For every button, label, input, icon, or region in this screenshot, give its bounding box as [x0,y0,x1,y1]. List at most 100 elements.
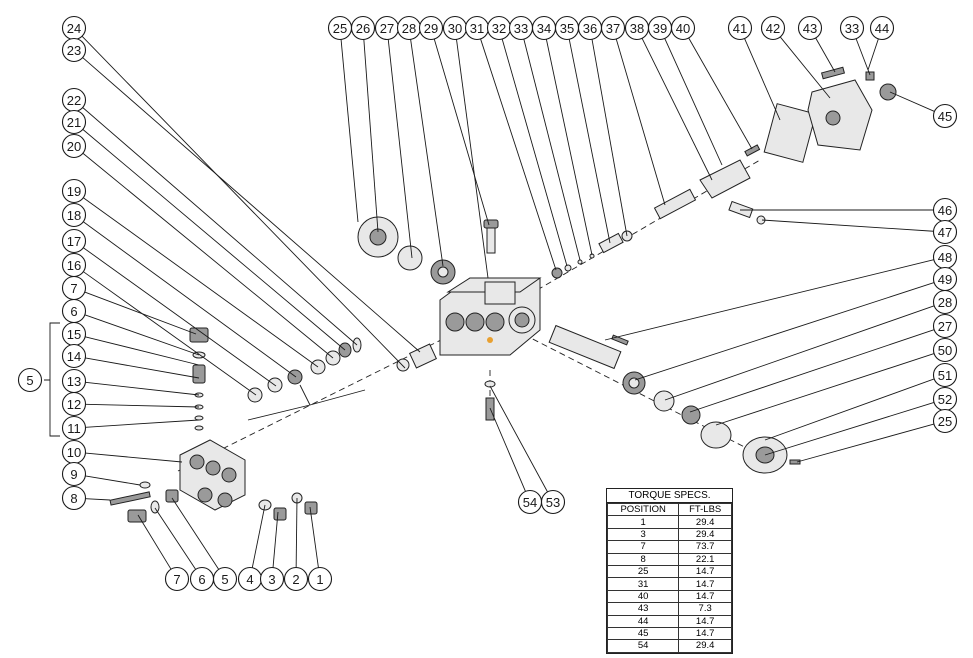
leader-line [688,37,753,150]
callout-number: 20 [67,139,81,154]
leader-line [85,381,200,396]
leader-line [309,506,319,568]
leader-line [83,197,319,368]
leader-line [81,35,406,369]
callout-16: 16 [61,252,87,278]
leader-line [715,353,935,426]
callout-number: 48 [938,250,952,265]
callout-number: 31 [470,21,484,36]
leader-line [82,129,346,351]
callout-1: 1 [307,566,333,592]
callout-number: 37 [606,21,620,36]
callout-circle [727,15,753,41]
leader-line [85,419,200,428]
callout-46: 46 [932,197,958,223]
callout-52: 52 [932,386,958,412]
callout-7: 7 [164,566,190,592]
callout-6: 6 [61,298,87,324]
callout-33: 33 [839,15,865,41]
callout-25: 25 [932,408,958,434]
callout-53: 53 [540,489,566,515]
callout-number: 14 [67,349,81,364]
leader-line [154,507,197,570]
callout-circle [932,219,958,245]
callout-43: 43 [797,15,823,41]
leader-line [363,39,379,233]
callout-50: 50 [932,337,958,363]
position-cell: 1 [606,515,680,529]
callout-number: 17 [67,234,81,249]
leader-line [664,38,723,166]
callout-35: 35 [554,15,580,41]
callout-number: 27 [380,21,394,36]
callout-38: 38 [624,15,650,41]
leader-line [272,511,279,568]
callout-circle [17,367,43,393]
callout-number: 16 [67,258,81,273]
callout-circle [932,362,958,388]
callout-circle [61,37,87,63]
callout-44: 44 [869,15,895,41]
callout-5: 5 [17,367,43,393]
leader-line [604,259,934,341]
callout-13: 13 [61,368,87,394]
callout-41: 41 [727,15,753,41]
callout-number: 50 [938,343,952,358]
leader-line [779,36,831,99]
torque-cell: 73.7 [678,540,732,554]
callout-number: 5 [221,572,228,587]
callout-number: 10 [67,445,81,460]
callout-number: 9 [70,467,77,482]
callout-27: 27 [374,15,400,41]
left-small-parts [109,327,438,523]
leader-line [387,39,413,259]
callout-number: 4 [246,572,253,587]
leader-line [82,152,334,359]
callout-circle [932,313,958,339]
callout-circle [61,343,87,369]
callout-number: 22 [67,93,81,108]
leader-line [591,39,628,237]
position-cell: 31 [606,577,680,591]
callout-number: 32 [492,21,506,36]
leader-line [456,39,489,279]
position-cell: 54 [606,639,680,653]
callout-28: 28 [396,15,422,41]
leader-line [84,314,200,356]
callout-circle [760,15,786,41]
callout-14: 14 [61,343,87,369]
header-ft-lbs: FT-LBS [678,502,732,517]
torque-cell: 14.7 [678,626,732,641]
callout-49: 49 [932,266,958,292]
leader-line [251,504,266,568]
callout-circle [259,566,285,592]
callout-number: 11 [67,421,81,436]
leader-line [171,497,220,570]
callout-number: 25 [333,21,347,36]
leader-line [85,403,200,408]
right-parts [484,324,801,474]
callout-number: 27 [938,319,952,334]
callout-31: 31 [464,15,490,41]
callout-37: 37 [600,15,626,41]
callout-32: 32 [486,15,512,41]
callout-number: 2 [292,572,299,587]
callout-circle [350,15,376,41]
leader-line [83,247,277,387]
leader-lines [81,35,935,570]
torque-cell: 14.7 [678,614,732,628]
callout-25: 25 [327,15,353,41]
callout-circle [61,391,87,417]
callout-4: 4 [237,566,263,592]
callout-circle [839,15,865,41]
torque-cell: 14.7 [678,564,732,579]
callout-28: 28 [932,289,958,315]
leader-line [489,407,526,492]
callout-36: 36 [577,15,603,41]
callout-47: 47 [932,219,958,245]
callout-54: 54 [517,489,543,515]
